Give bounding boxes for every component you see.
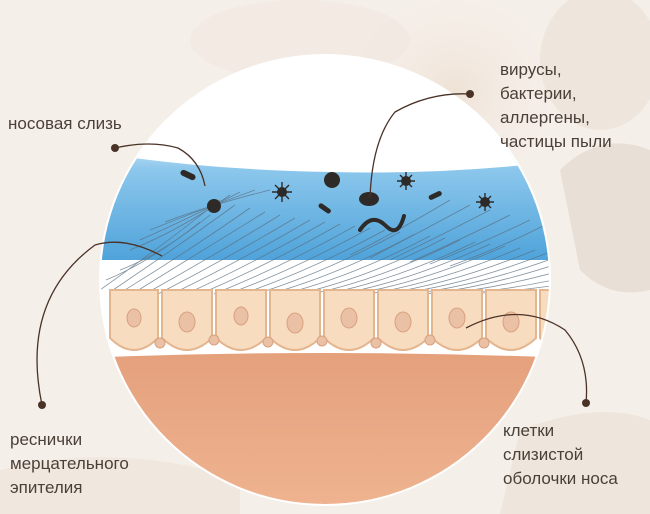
leader-line-mucus bbox=[114, 143, 206, 187]
label-pathogens-line-3: аллергены, bbox=[500, 108, 590, 127]
label-pathogens-line-4: частицы пыли bbox=[500, 132, 612, 151]
label-pathogens: вирусы, бактерии, аллергены, частицы пыл… bbox=[500, 58, 612, 154]
label-mucosa-cells-line-1: клетки bbox=[503, 421, 555, 440]
label-cilia: реснички мерцательного эпителия bbox=[10, 428, 129, 500]
label-pathogens-line-2: бактерии, bbox=[500, 84, 577, 103]
connective-tissue bbox=[101, 353, 549, 504]
cilia-layer bbox=[101, 189, 549, 295]
pathogen-particles bbox=[180, 169, 494, 233]
leader-dots bbox=[38, 90, 590, 409]
label-cilia-line-3: эпителия bbox=[10, 478, 83, 497]
leader-lines bbox=[36, 93, 588, 406]
label-nasal-mucus: носовая слизь bbox=[8, 112, 122, 136]
label-cilia-line-2: мерцательного bbox=[10, 454, 129, 473]
label-cilia-line-1: реснички bbox=[10, 430, 83, 449]
leader-line-cells bbox=[465, 313, 588, 404]
label-mucosa-cells-line-2: слизистой bbox=[503, 445, 584, 464]
label-mucosa-cells-line-3: оболочки носа bbox=[503, 469, 618, 488]
cell-nuclei bbox=[126, 306, 520, 349]
label-pathogens-line-1: вирусы, bbox=[500, 60, 562, 79]
leader-line-pathogens bbox=[369, 93, 471, 199]
label-nasal-mucus-text: носовая слизь bbox=[8, 114, 122, 133]
label-mucosa-cells: клетки слизистой оболочки носа bbox=[503, 419, 618, 491]
leader-line-cilia bbox=[36, 241, 163, 406]
